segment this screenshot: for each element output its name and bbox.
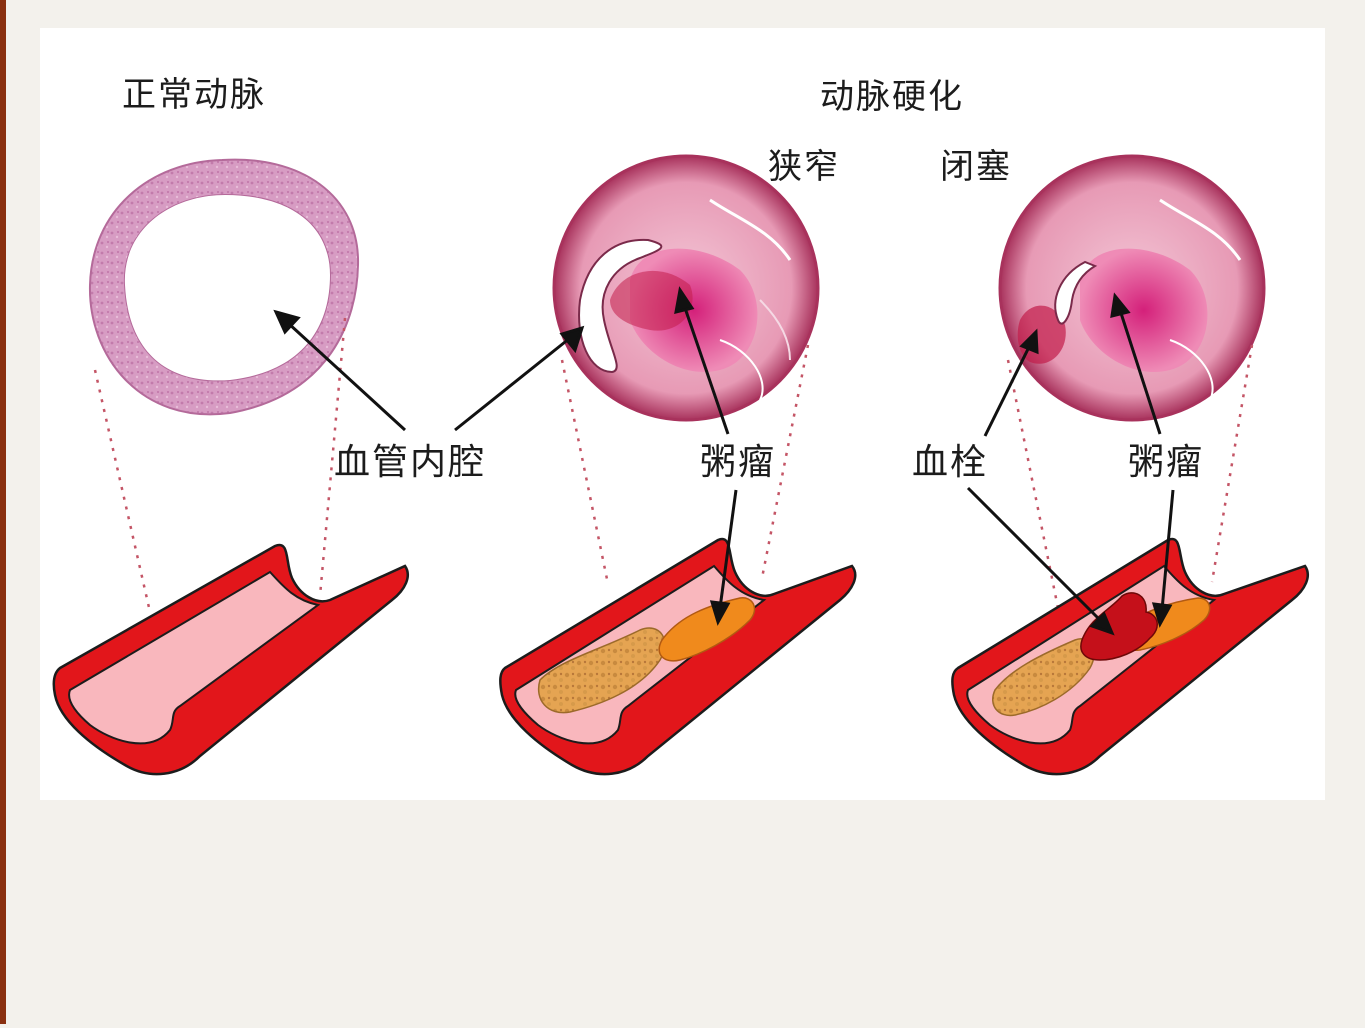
occlusion-fiber-1 [1159, 198, 1242, 261]
narrowing-plaque-edge [610, 270, 693, 331]
occlusion-lumen-slit [1054, 260, 1098, 325]
occlusion-thrombus [1080, 592, 1158, 661]
lumen-label: 血管内腔 [334, 442, 487, 483]
occlusion-fiber-2 [1169, 339, 1214, 401]
narrowing-vessel [499, 537, 857, 776]
plaque-label-narrowing: 粥瘤 [700, 442, 777, 483]
narrowing-lumen [578, 238, 663, 374]
left-edge [0, 0, 6, 1024]
projection-lines [93, 317, 1254, 613]
narrowing-fiber-2 [719, 339, 764, 401]
arteriosclerosis-title: 动脉硬化 [820, 77, 964, 117]
normal-vessel-inner [68, 570, 321, 745]
narrowing-plaque-upper [658, 597, 756, 662]
occlusion-plaque-lower [992, 637, 1095, 717]
occlusion-vessel [951, 537, 1309, 776]
occlusion-artery-section [998, 154, 1266, 422]
normal-lumen [124, 195, 330, 381]
normal-vessel [52, 543, 409, 776]
narrowing-fiber-1 [709, 198, 792, 261]
normal-artery-title: 正常动脉 [122, 75, 266, 115]
narrowing-plaque-lower [537, 627, 666, 714]
thrombus-label: 血栓 [912, 442, 989, 483]
pointer-arrows [273, 286, 1175, 636]
plaque-label-occlusion: 粥瘤 [1128, 442, 1205, 483]
occlusion-stage-label: 闭塞 [940, 147, 1012, 187]
normal-artery-section [88, 158, 360, 416]
narrowing-stage-label: 狭窄 [768, 147, 840, 187]
narrowing-artery-section [552, 154, 820, 422]
narrowing-fiber-3 [759, 299, 791, 361]
